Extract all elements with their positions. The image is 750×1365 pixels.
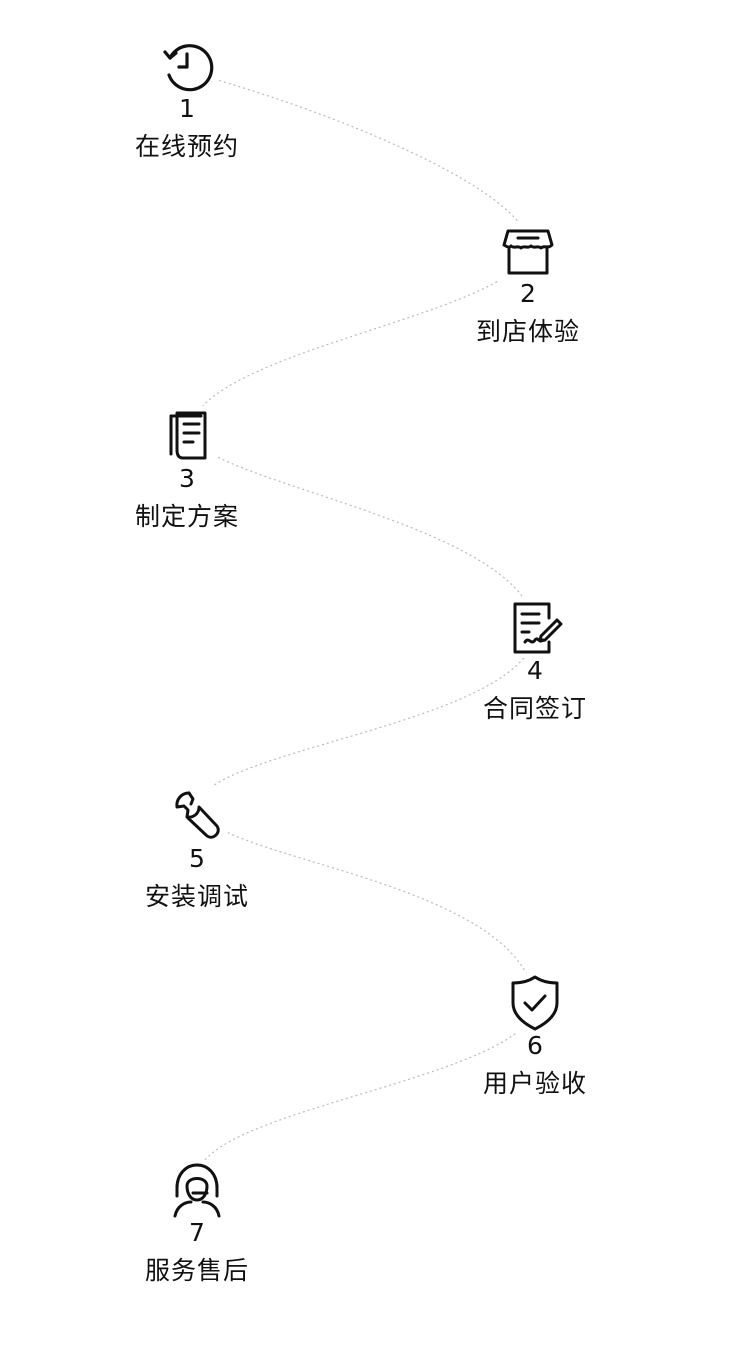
- step-number: 1: [179, 94, 195, 123]
- step-4: 4 合同签订: [435, 598, 635, 726]
- clock-history-icon: [157, 36, 217, 96]
- step-2: 2 到店体验: [428, 221, 628, 349]
- step-number: 6: [527, 1031, 543, 1060]
- step-label: 服务售后: [144, 1256, 249, 1285]
- shield-check-icon: [505, 973, 565, 1033]
- step-label: 安装调试: [144, 882, 249, 911]
- step-label: 在线预约: [134, 132, 239, 161]
- step-6: 6 用户验收: [435, 973, 635, 1101]
- customer-service-icon: [167, 1160, 227, 1220]
- document-list-icon: [157, 406, 217, 466]
- step-label: 用户验收: [482, 1069, 587, 1098]
- step-number: 2: [520, 279, 536, 308]
- step-3: 3 制定方案: [87, 406, 287, 534]
- contract-sign-icon: [505, 598, 565, 658]
- step-1: 1 在线预约: [87, 36, 287, 164]
- step-number: 5: [189, 844, 205, 873]
- wrench-icon: [167, 786, 227, 846]
- step-number: 3: [179, 464, 195, 493]
- step-label: 制定方案: [134, 502, 239, 531]
- step-label: 合同签订: [482, 694, 587, 723]
- storefront-icon: [498, 221, 558, 281]
- step-7: 7 服务售后: [97, 1160, 297, 1288]
- step-number: 4: [527, 656, 543, 685]
- step-label: 到店体验: [475, 317, 580, 346]
- step-number: 7: [189, 1218, 205, 1247]
- step-5: 5 安装调试: [97, 786, 297, 914]
